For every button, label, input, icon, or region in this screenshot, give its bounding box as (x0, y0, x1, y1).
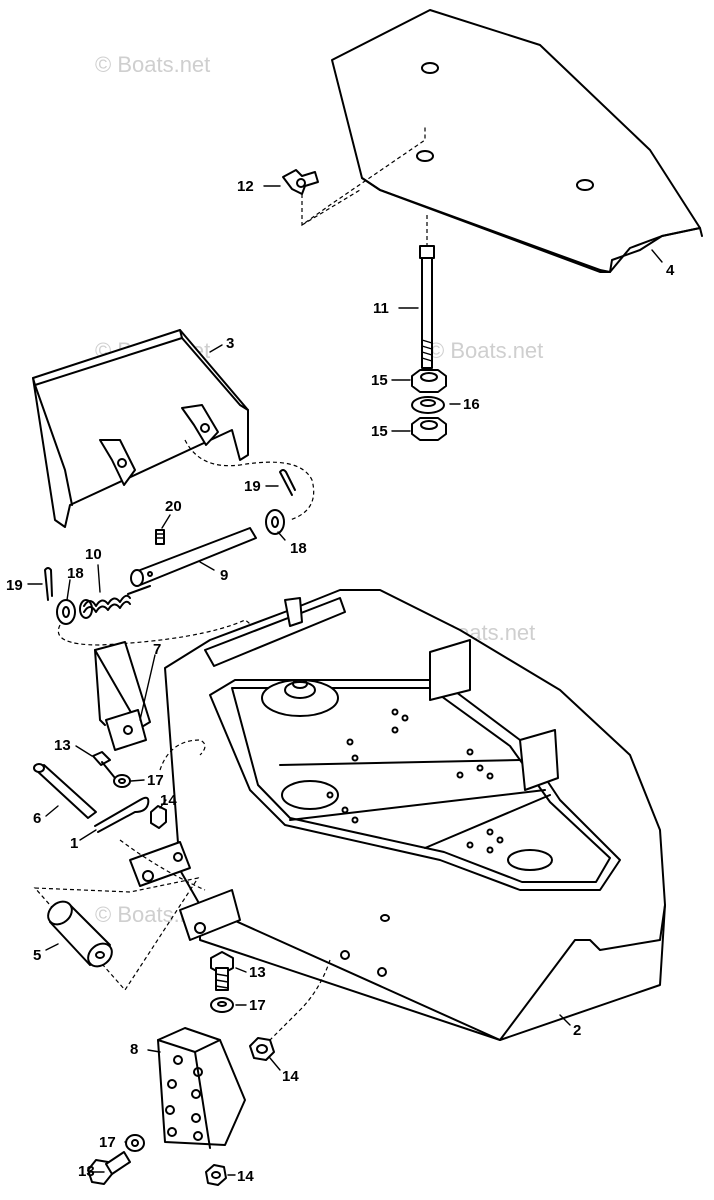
part-15-nut-upper (411, 369, 447, 393)
callout-19-left: 19 (6, 577, 23, 594)
callout-17-lower: 17 (99, 1134, 116, 1151)
callout-2: 2 (573, 1022, 581, 1039)
callout-15-upper: 15 (371, 372, 388, 389)
part-13-bolt-middle (210, 951, 234, 991)
callout-9: 9 (220, 567, 228, 584)
callout-3: 3 (226, 335, 234, 352)
callout-4: 4 (666, 262, 675, 279)
callout-18-left: 18 (67, 565, 84, 582)
callout-20: 20 (165, 498, 182, 515)
leader-lines (27, 185, 663, 1176)
part-13-bolt-lower (87, 1151, 131, 1185)
part-4-top-plate (331, 9, 703, 273)
part-18-washer-right (265, 509, 285, 535)
callout-14-lower: 14 (237, 1168, 254, 1185)
callout-16: 16 (463, 396, 480, 413)
callout-7: 7 (153, 641, 161, 658)
part-8-mounting-block (157, 1027, 246, 1149)
part-3-deflector (32, 329, 315, 528)
part-16-washer (411, 396, 445, 414)
part-15-nut-lower (411, 417, 447, 441)
callout-10: 10 (85, 546, 102, 563)
part-20-set-screw (155, 529, 165, 545)
part-11-bolt (419, 215, 435, 369)
part-17-washer-lower (125, 1134, 145, 1152)
part-19-cotter-pin-right (279, 469, 296, 496)
callout-5: 5 (33, 947, 41, 964)
part-18-washer-left (56, 599, 76, 625)
callout-14-middle: 14 (282, 1068, 299, 1085)
callout-12: 12 (237, 178, 254, 195)
part-14-nut-upper (150, 805, 167, 829)
callout-14-upper: 14 (160, 792, 177, 809)
callout-15-lower: 15 (371, 423, 388, 440)
part-17-washer-upper (113, 774, 131, 788)
callout-13-middle: 13 (249, 964, 266, 981)
part-14-nut-middle (249, 1037, 275, 1061)
callout-1: 1 (70, 835, 78, 852)
callout-17-middle: 17 (249, 997, 266, 1014)
watermark-1: © Boats.net (95, 52, 210, 77)
part-7-bracket (94, 641, 151, 751)
part-5-roller (33, 877, 200, 991)
callout-6: 6 (33, 810, 41, 827)
callout-13-lower: 13 (78, 1163, 95, 1180)
part-17-washer-middle (210, 997, 234, 1013)
part-2-deck-housing (129, 589, 666, 1041)
part-12-wing-nut (282, 127, 426, 227)
callout-19-right: 19 (244, 478, 261, 495)
callout-8: 8 (130, 1041, 138, 1058)
part-19-cotter-pin-left (44, 567, 53, 601)
part-6-pin (33, 763, 97, 819)
part-14-nut-lower (205, 1164, 227, 1186)
callout-18-right: 18 (290, 540, 307, 557)
callout-13-upper: 13 (54, 737, 71, 754)
part-9-pivot-rod (130, 527, 257, 587)
deck-bolt-holes (326, 708, 504, 854)
callout-17-upper: 17 (147, 772, 164, 789)
watermark-4: © Boats.net (428, 338, 543, 363)
part-13-bolt-upper (92, 751, 116, 779)
callout-11: 11 (373, 300, 389, 317)
part-1-hairpin-clip (94, 796, 206, 891)
callouts: 1 2 3 4 5 6 7 8 9 10 11 12 13 13 13 14 1… (6, 178, 675, 1185)
guide-line-bracket (159, 739, 206, 771)
guide-line-middle (267, 959, 331, 1043)
